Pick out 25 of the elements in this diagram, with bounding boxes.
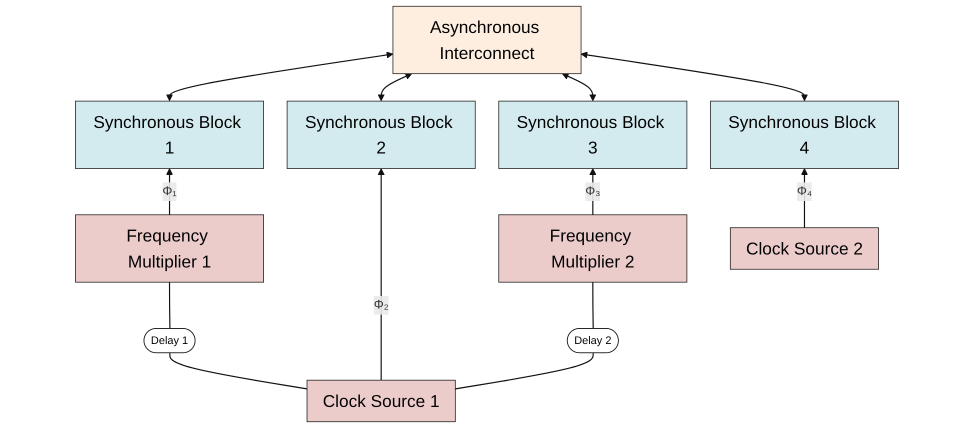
node-box: Synchronous Block 4 xyxy=(710,100,899,169)
arrow xyxy=(378,168,385,380)
edge-label: Φ₃ xyxy=(585,184,600,198)
connector xyxy=(455,353,594,390)
arrow xyxy=(378,73,412,102)
node-box: Synchronous Block 1 xyxy=(75,100,264,169)
node-box: Clock Source 2 xyxy=(730,227,880,270)
node-box: Synchronous Block 2 xyxy=(286,100,476,169)
arrow xyxy=(562,73,596,102)
node-box: Asynchronous Interconnect xyxy=(392,6,582,74)
arrow xyxy=(589,168,596,215)
arrow xyxy=(166,168,173,215)
edge-label: Φ₄ xyxy=(796,184,812,198)
connector xyxy=(169,353,308,390)
edge-label: Φ₂ xyxy=(374,298,389,312)
node-box: Synchronous Block 3 xyxy=(498,100,688,169)
node-box: Frequency Multiplier 2 xyxy=(498,214,688,283)
arrow xyxy=(166,52,394,102)
edge-label: Φ₁ xyxy=(162,184,177,198)
connector xyxy=(168,282,170,329)
arrow xyxy=(801,168,808,228)
node-box: Clock Source 1 xyxy=(306,380,456,422)
arrow xyxy=(580,52,808,102)
connector xyxy=(592,282,594,329)
node-box: Frequency Multiplier 1 xyxy=(75,214,264,283)
